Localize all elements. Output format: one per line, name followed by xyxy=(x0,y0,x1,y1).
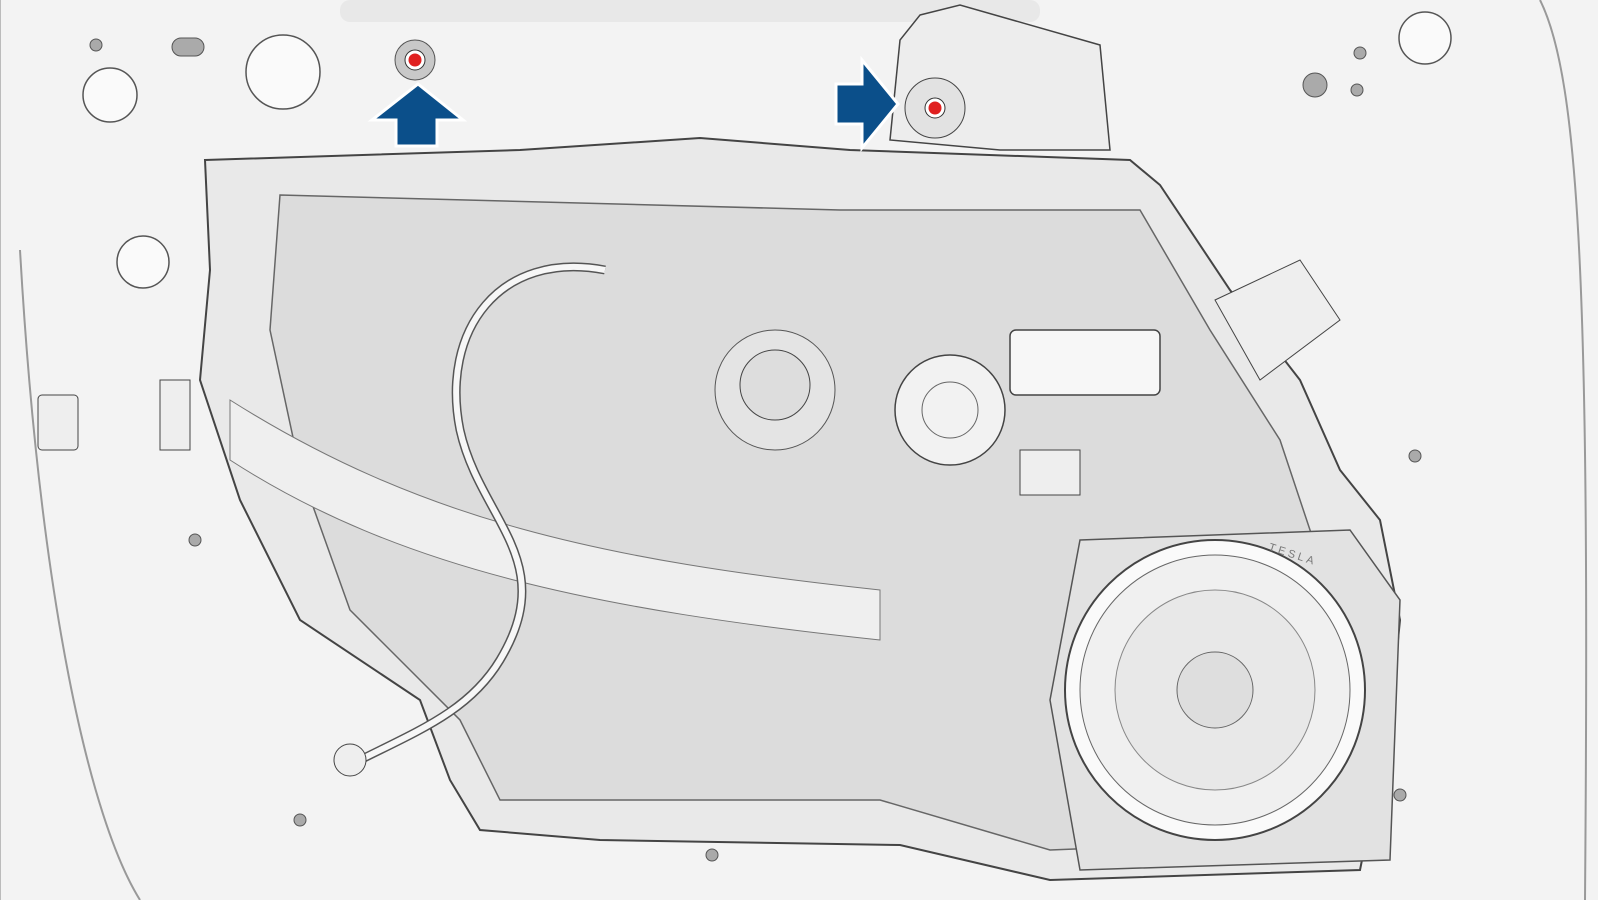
hole xyxy=(1408,449,1422,463)
window-motor xyxy=(894,329,1161,496)
hole xyxy=(1398,11,1452,65)
hole xyxy=(116,235,170,289)
hole xyxy=(82,67,138,123)
hole xyxy=(89,38,103,52)
door-edge-curve-right xyxy=(1539,0,1588,900)
hole xyxy=(293,813,307,827)
highlighted-fastener-left xyxy=(404,49,426,71)
latch-bracket xyxy=(159,379,191,451)
cable-end xyxy=(333,743,367,777)
hole xyxy=(188,533,202,547)
hole xyxy=(1302,72,1328,98)
hole xyxy=(1393,788,1407,802)
hole xyxy=(1350,83,1364,97)
release-cable-fill xyxy=(358,263,606,763)
vent xyxy=(739,349,811,421)
top-channel xyxy=(340,0,1040,22)
highlighted-fastener-right xyxy=(924,97,946,119)
hole xyxy=(705,848,719,862)
arrow-right-icon xyxy=(834,55,900,153)
hole xyxy=(245,34,321,110)
door-clip xyxy=(37,394,79,451)
window-rail xyxy=(229,399,881,641)
door-edge-curve-left xyxy=(19,249,141,900)
speaker: TESLA xyxy=(1049,529,1401,871)
hole xyxy=(1353,46,1367,60)
slot xyxy=(171,37,205,57)
arrow-up-icon xyxy=(367,82,468,148)
side-bracket xyxy=(1214,259,1341,381)
